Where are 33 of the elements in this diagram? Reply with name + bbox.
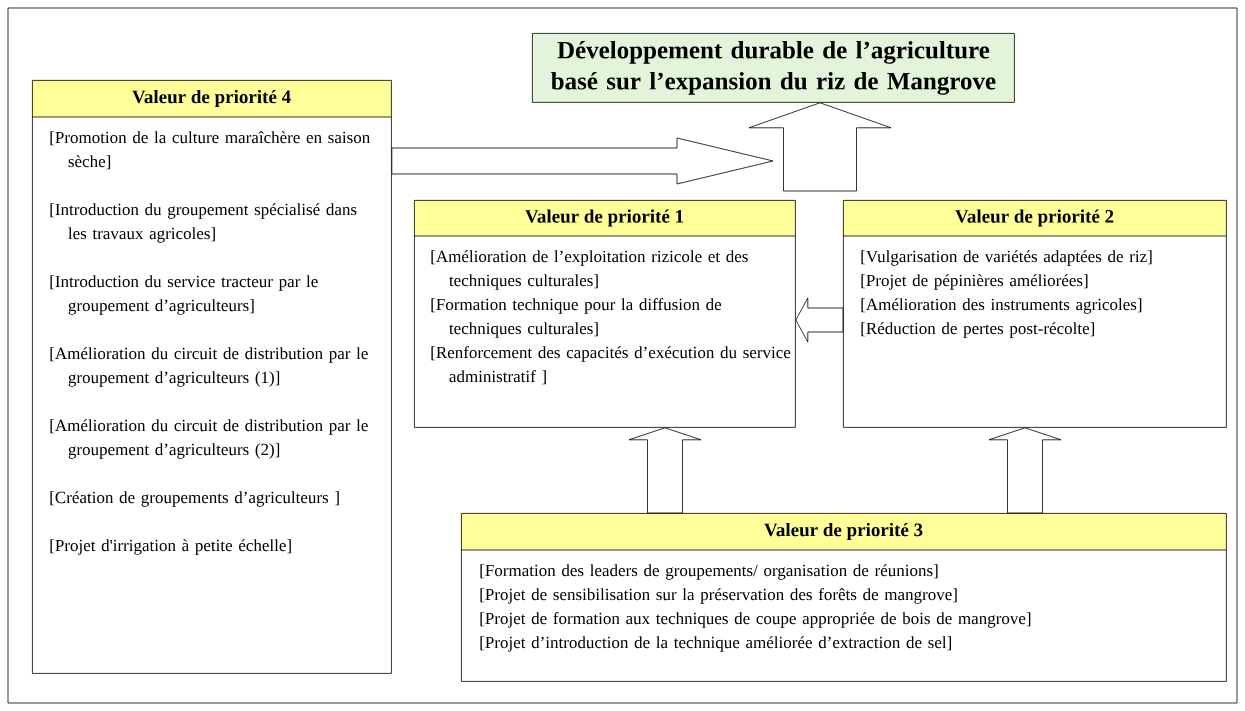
- goal-title: Développement durable de l’agriculture basé sur l’expansion du riz de Mangrove: [551, 40, 996, 95]
- project-item: [Promotion de la culture maraîchère en saison sèche]: [50, 131, 370, 170]
- project-item: [Projet de formation aux techniques de coupe appropriée de bois de mangrove]: [480, 612, 1031, 628]
- box-heading: Valeur de priorité 4: [132, 89, 291, 108]
- project-item: [Amélioration du circuit de distribution par le groupement d’agriculteurs (1)]: [50, 347, 368, 387]
- project-item: [Vulgarisation de variétés adaptées de riz]: [861, 250, 1152, 266]
- block-arrow: [628, 427, 702, 514]
- project-item: [Renforcement des capacités d’exécution du service administratif ]: [431, 346, 791, 385]
- priority-box: [413, 200, 796, 428]
- box-heading: Valeur de priorité 1: [525, 209, 684, 227]
- block-arrow: [795, 297, 844, 343]
- project-item: [Formation des leaders de groupements/ organisation de réunions]: [480, 564, 938, 580]
- project-item: [Amélioration du circuit de distribution par le groupement d’agriculteurs (2)]: [50, 419, 368, 459]
- goal-box: [532, 33, 1015, 103]
- project-item: [Amélioration de l’exploitation rizicole et des techniques culturales]: [431, 250, 748, 290]
- box-heading: Valeur de priorité 3: [764, 522, 923, 541]
- project-item: [Introduction du service tracteur par le groupement d’agriculteurs]: [50, 275, 318, 315]
- project-item: [Création de groupements d’agriculteurs ]: [50, 491, 339, 507]
- project-item: [Projet d’introduction de la technique améliorée d’extraction de sel]: [480, 636, 951, 652]
- project-item: [Introduction du groupement spécialisé dans les travaux agricoles]: [50, 203, 357, 243]
- block-arrow: [988, 427, 1062, 514]
- project-item: [Formation technique pour la diffusion de techniques culturales]: [431, 298, 722, 338]
- block-arrow: [391, 137, 774, 185]
- priority-box: [842, 200, 1227, 428]
- project-item: [Projet de pépinières améliorées]: [861, 274, 1088, 290]
- project-item: [Projet de sensibilisation sur la préservation des forêts de mangrove]: [480, 588, 957, 604]
- priority-box: [31, 80, 392, 674]
- project-item: [Réduction de pertes post-récolte]: [861, 322, 1095, 338]
- project-item: [Projet d'irrigation à petite échelle]: [50, 539, 291, 555]
- box-heading: Valeur de priorité 2: [955, 209, 1114, 227]
- project-item: [Amélioration des instruments agricoles]: [861, 298, 1142, 314]
- priority-box: [460, 513, 1227, 682]
- block-arrow: [748, 102, 892, 192]
